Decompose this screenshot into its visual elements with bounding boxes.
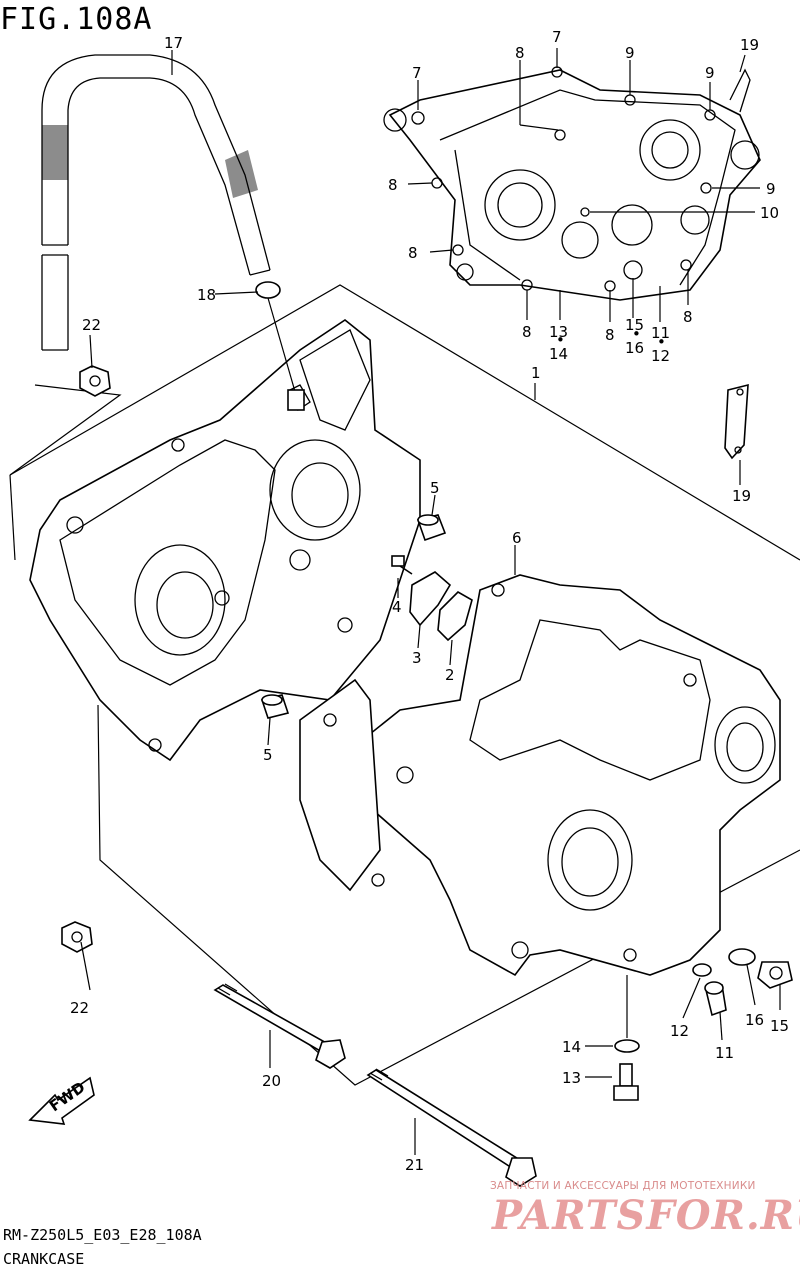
- crankcase-inset: [383, 66, 761, 301]
- callout-9: 9: [705, 64, 715, 82]
- hose-clamp: [255, 281, 281, 299]
- callout-4: 4: [392, 598, 402, 616]
- model-code: RM-Z250L5_E03_E28_108A: [3, 1226, 202, 1244]
- callout-14: 14: [549, 345, 568, 363]
- callout-5: 5: [263, 746, 273, 764]
- callout-16: 16: [625, 339, 644, 357]
- callout-16: 16: [745, 1011, 764, 1029]
- drain-plug-large: [757, 961, 793, 989]
- callout-22: 22: [70, 999, 89, 1017]
- figure-title: FIG.108A: [0, 2, 153, 37]
- crankcase-bolt-longest: [366, 1068, 537, 1187]
- callout-2: 2: [445, 666, 455, 684]
- gasket-small: [692, 963, 712, 977]
- breather-hose: [41, 54, 271, 351]
- callout-17: 17: [164, 34, 183, 52]
- callout-14: 14: [562, 1038, 581, 1056]
- callout-19: 19: [740, 36, 759, 54]
- nut-lower: [61, 921, 93, 953]
- callout-9: 9: [625, 44, 635, 62]
- gasket-large: [728, 948, 756, 966]
- callout-12: 12: [670, 1022, 689, 1040]
- callout-12: 12: [651, 347, 670, 365]
- bolt-13: [613, 1063, 639, 1101]
- callout-8: 8: [388, 176, 398, 194]
- gasket: [437, 591, 473, 642]
- assembly-frame-bottom: [9, 474, 16, 561]
- dowel-pin: [416, 514, 447, 542]
- callout-15: 15: [625, 316, 644, 334]
- crankcase-bolt-long: [213, 983, 346, 1069]
- left-crankcase-half: [29, 319, 421, 762]
- oil-jet-plate: [409, 571, 452, 627]
- callout-19: 19: [732, 487, 751, 505]
- callout-13: 13: [549, 323, 568, 341]
- callout-8: 8: [605, 326, 615, 344]
- callout-7: 7: [412, 64, 422, 82]
- callout-10: 10: [760, 204, 779, 222]
- callout-22: 22: [82, 316, 101, 334]
- fwd-arrow: FWD: [28, 1076, 95, 1125]
- callout-1: 1: [531, 364, 541, 382]
- callout-dot: •: [632, 325, 641, 343]
- callout-dot: •: [556, 331, 565, 349]
- callout-8: 8: [683, 308, 693, 326]
- callout-8: 8: [522, 323, 532, 341]
- small-bolt: [391, 555, 413, 575]
- callout-11: 11: [715, 1044, 734, 1062]
- callout-20: 20: [262, 1072, 281, 1090]
- callout-21: 21: [405, 1156, 424, 1174]
- callout-3: 3: [412, 649, 422, 667]
- watermark-logo: PARTSFOR.RU: [492, 1192, 800, 1239]
- drain-plug-lower: [704, 981, 727, 1017]
- callout-8: 8: [408, 244, 418, 262]
- callout-6: 6: [512, 529, 522, 547]
- callout-5: 5: [430, 479, 440, 497]
- assembly-frame: [9, 284, 800, 561]
- watermark-tagline: ЗАПЧАСТИ И АКСЕССУАРЫ ДЛЯ МОТОТЕХНИКИ: [490, 1180, 756, 1192]
- callout-18: 18: [197, 286, 216, 304]
- dowel-pin: [260, 694, 290, 719]
- nut-upper: [79, 365, 111, 397]
- callout-7: 7: [552, 28, 562, 46]
- callout-15: 15: [770, 1017, 789, 1035]
- callout-dot: •: [657, 333, 666, 351]
- right-crankcase-half: [299, 574, 781, 977]
- callout-9: 9: [766, 180, 776, 198]
- section-name: CRANKCASE: [3, 1250, 85, 1268]
- callout-11: 11: [651, 324, 670, 342]
- bracket: [724, 383, 749, 460]
- washer: [614, 1039, 640, 1053]
- callout-8: 8: [515, 44, 525, 62]
- callout-13: 13: [562, 1069, 581, 1087]
